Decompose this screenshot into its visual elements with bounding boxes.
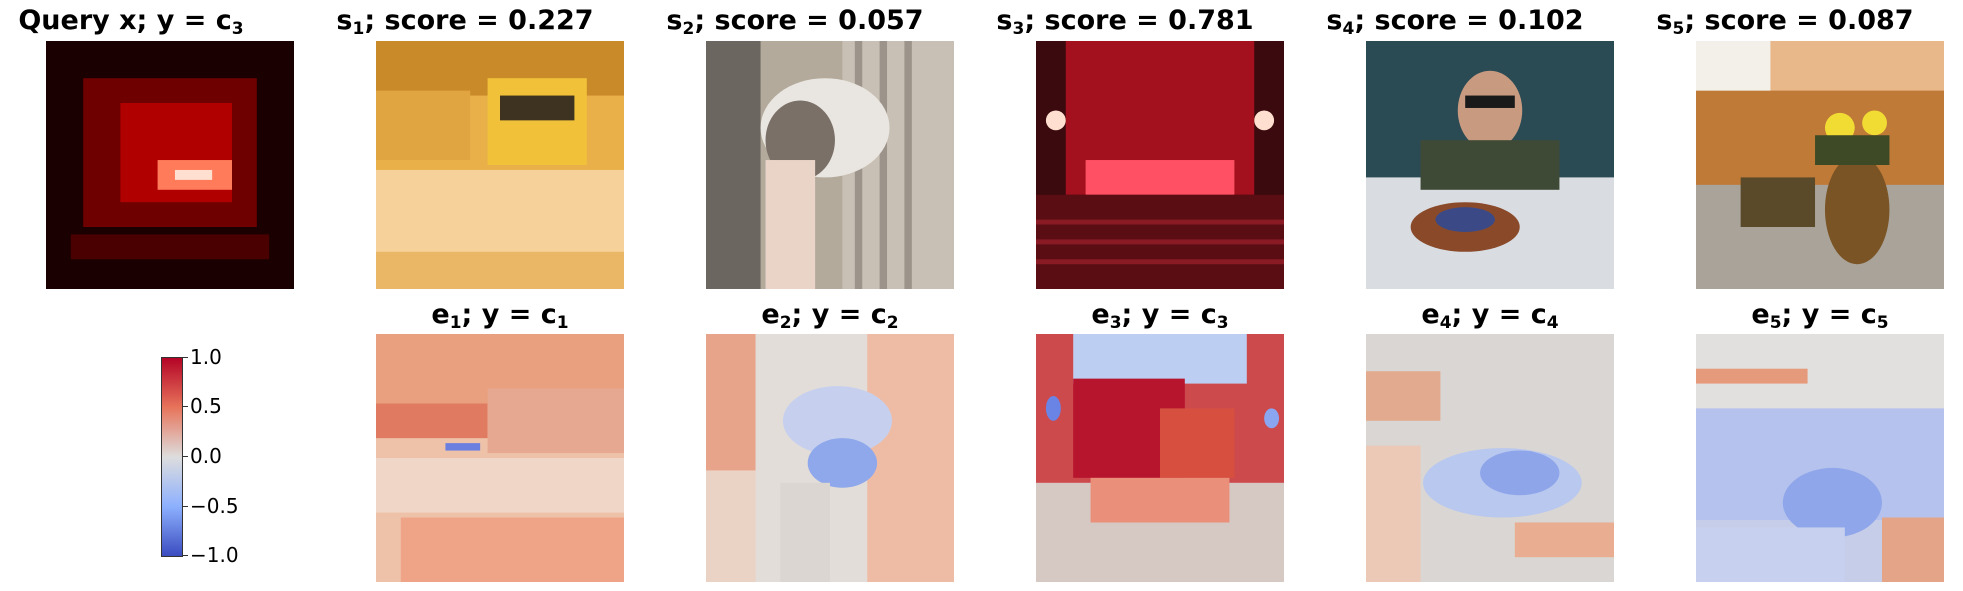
explanation-4-heatmap [1366, 334, 1614, 582]
explanation-2-title: e2; y = c2 [761, 299, 899, 334]
explanation-1-heatmap [376, 334, 624, 582]
colorbar-tick [182, 406, 188, 407]
explanation-3-heatmap [1036, 334, 1284, 582]
colorbar-tick [182, 456, 188, 457]
sample-3-title: s3; score = 0.781 [996, 5, 1254, 40]
colorbar-tick [182, 357, 188, 358]
sample-5-title: s5; score = 0.087 [1656, 5, 1914, 40]
explanation-1-title: e1; y = c1 [431, 299, 569, 334]
explanation-4-title: e4; y = c4 [1421, 299, 1559, 334]
colorbar-label: −1.0 [190, 543, 239, 567]
explanation-3-title: e3; y = c3 [1091, 299, 1229, 334]
colorbar-label: 0.0 [190, 444, 222, 468]
explanation-2-heatmap [706, 334, 954, 582]
sample-1-image [376, 41, 624, 289]
sample-1-title: s1; score = 0.227 [336, 5, 594, 40]
colorbar-label: −0.5 [190, 494, 239, 518]
sample-4-image [1366, 41, 1614, 289]
sample-4-title: s4; score = 0.102 [1326, 5, 1584, 40]
query-image [46, 41, 294, 289]
colorbar-tick [182, 506, 188, 507]
colorbar-tick [182, 555, 188, 556]
colorbar-label: 0.5 [190, 394, 222, 418]
sample-3-image [1036, 41, 1284, 289]
explanation-5-title: e5; y = c5 [1751, 299, 1889, 334]
explanation-5-heatmap [1696, 334, 1944, 582]
query-title: Query x; y = c3 [18, 5, 244, 40]
colorbar-label: 1.0 [190, 345, 222, 369]
sample-5-image [1696, 41, 1944, 289]
sample-2-image [706, 41, 954, 289]
sample-2-title: s2; score = 0.057 [666, 5, 924, 40]
colorbar [161, 357, 183, 557]
